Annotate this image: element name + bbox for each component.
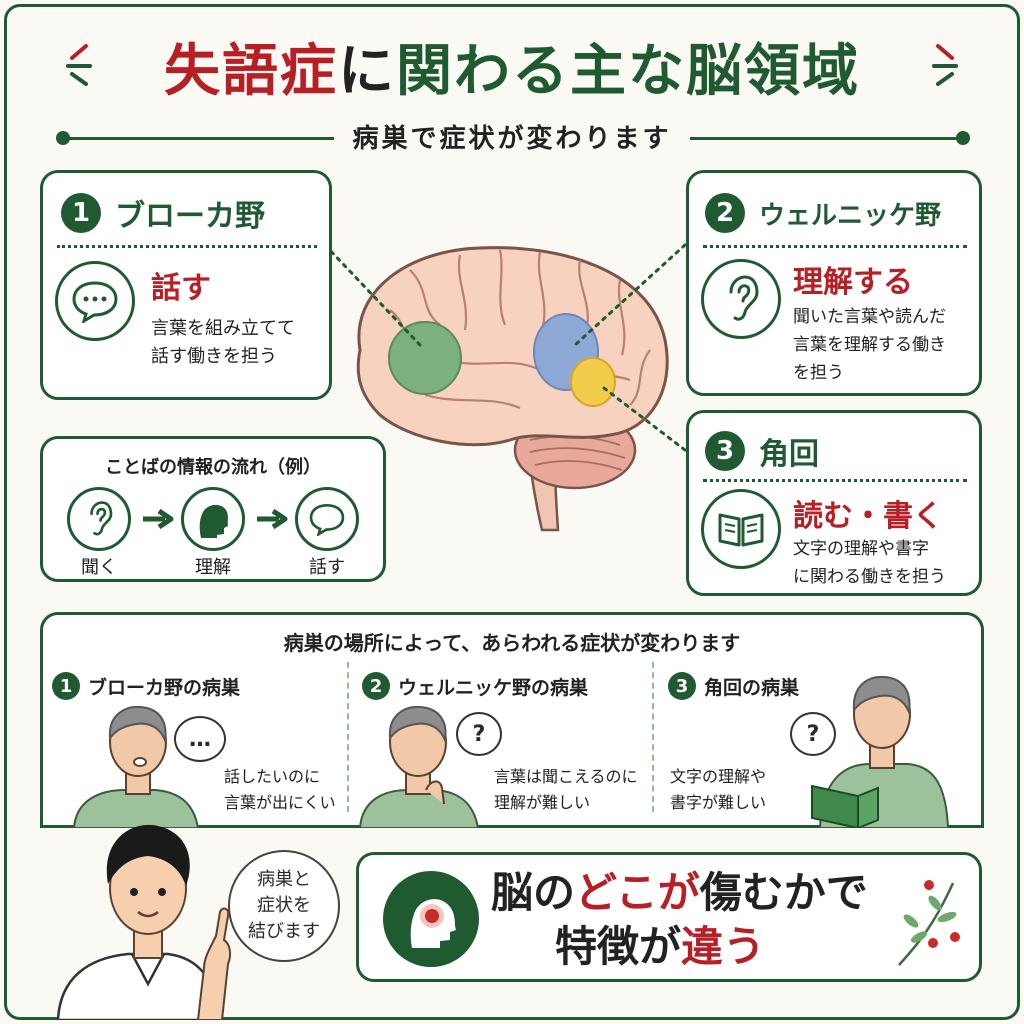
lesion-col-1-header: 1 ブローカ野の病巣 xyxy=(52,672,240,700)
patient-2-question-bubble: ? xyxy=(456,712,502,756)
flow-step-hear: 聞く xyxy=(81,557,117,578)
angular-name: 角回 xyxy=(759,437,819,472)
flow-ear-icon xyxy=(67,487,131,551)
number-badge-1: 1 xyxy=(61,193,101,233)
subtitle: 病巣で症状が変わります xyxy=(0,118,1024,155)
lesion-col-2-header: 2 ウェルニッケ野の病巣 xyxy=(362,672,588,700)
broca-desc: 言葉を組み立てて話す働きを担う xyxy=(151,318,295,367)
broca-function: 話す xyxy=(151,271,211,306)
brain-head-icon xyxy=(383,871,479,967)
lesion-col-3-label: 角回の病巣 xyxy=(704,676,800,699)
number-badge-1: 1 xyxy=(52,672,80,700)
berry-branch-icon xyxy=(898,880,960,966)
broca-header: 1 ブローカ野 xyxy=(61,191,265,235)
angular-card: 3 角回 読む・書く 文字の理解や書字に関わる働きを担う xyxy=(686,410,982,596)
flow-step-understand: 理解 xyxy=(195,557,231,578)
lesion-3-symptom: 文字の理解や書字が難しい xyxy=(670,767,767,812)
summary-card: 脳のどこが傷むかで 特徴が違う xyxy=(356,852,982,982)
broca-name: ブローカ野 xyxy=(115,199,265,234)
flow-arrow-icon xyxy=(257,508,288,530)
flow-arrow-icon xyxy=(143,508,174,530)
guide-speech-bubble: 病巣と症状を結びます xyxy=(228,850,340,962)
summary-line-1: 脳のどこが傷むかで xyxy=(491,868,868,917)
title-aphasia: 失語症 xyxy=(164,39,338,104)
lesion-1-symptom: 話したいのに言葉が出にくい xyxy=(224,767,336,812)
flow-head-icon xyxy=(181,487,245,551)
angular-function: 読む・書く xyxy=(793,499,943,534)
flow-title: ことばの情報の流れ（例） xyxy=(105,457,321,478)
flow-step-speak: 話す xyxy=(309,557,345,578)
lesion-col-2-label: ウェルニッケ野の病巣 xyxy=(398,676,589,699)
wernicke-desc: 聞いた言葉や読んだ言葉を理解する働きを担う xyxy=(793,307,946,383)
wernicke-divider xyxy=(703,245,967,248)
lesion-2-symptom: 言葉は聞こえるのに理解が難しい xyxy=(494,767,638,812)
broca-area xyxy=(388,321,462,395)
sparkle-right-icon xyxy=(932,44,958,86)
patient-3-question-bubble: ? xyxy=(790,712,836,756)
number-badge-3: 3 xyxy=(705,431,745,471)
title-particle: に xyxy=(338,39,396,104)
wernicke-header: 2 ウェルニッケ野 xyxy=(705,193,941,233)
angular-gyrus xyxy=(570,357,616,407)
subtitle-dot-right xyxy=(956,131,970,145)
title-brain-regions: 脳領域 xyxy=(686,39,860,104)
title-related: 関わる主な xyxy=(396,39,686,104)
sparkle-left-icon xyxy=(66,44,92,86)
lesion-section-title: 病巣の場所によって、あらわれる症状が変わります xyxy=(283,631,741,655)
number-badge-3: 3 xyxy=(668,672,696,700)
angular-desc: 文字の理解や書字に関わる働きを担う xyxy=(793,539,946,587)
book-icon xyxy=(701,489,781,569)
patient-broca-illustration xyxy=(72,705,200,828)
column-divider xyxy=(347,662,349,812)
number-badge-2: 2 xyxy=(362,672,390,700)
number-badge-2: 2 xyxy=(705,193,745,233)
lesion-col-3-header: 3 角回の病巣 xyxy=(668,672,799,700)
summary-line-2: 特徴が違う xyxy=(555,922,766,971)
wernicke-function: 理解する xyxy=(793,265,913,300)
flow-speech-icon xyxy=(295,487,359,551)
patient-angular-illustration xyxy=(811,675,950,828)
wernicke-name: ウェルニッケ野 xyxy=(759,200,942,231)
patient-1-speech-bubble: … xyxy=(174,716,226,762)
column-divider xyxy=(652,662,654,812)
guide-person-illustration xyxy=(56,824,232,1020)
wernicke-card: 2 ウェルニッケ野 理解する 聞いた言葉や読んだ言葉を理解する働きを担う xyxy=(686,170,982,396)
patient-wernicke-illustration xyxy=(358,705,480,828)
speech-bubble-icon xyxy=(55,261,135,341)
page-title: 失語症に関わる主な脳領域 xyxy=(0,26,1024,107)
angular-divider xyxy=(703,479,967,482)
ear-icon xyxy=(701,259,781,339)
broca-card: 1 ブローカ野 話す 言葉を組み立てて話す働きを担う xyxy=(40,170,332,400)
language-flow-card: ことばの情報の流れ（例） 聞く 理解 話す xyxy=(40,436,386,582)
lesion-col-1-label: ブローカ野の病巣 xyxy=(88,676,241,699)
broca-divider xyxy=(57,245,317,248)
angular-header: 3 角回 xyxy=(705,429,819,473)
